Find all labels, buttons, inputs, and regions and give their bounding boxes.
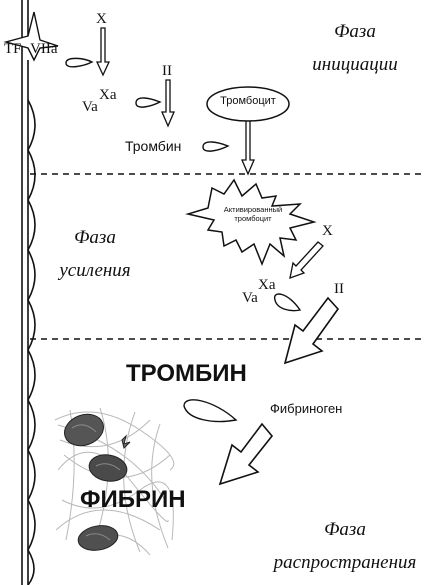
vessel-wall xyxy=(21,0,36,585)
activated-platelet-line2: тромбоцит xyxy=(234,213,272,223)
phase-propagation-title: Фаза распространения xyxy=(270,520,420,572)
phase-initiation-line1: Фаза xyxy=(334,21,376,42)
platelet-arrow xyxy=(241,119,255,176)
factor-xa-top: Xa xyxy=(99,87,117,103)
xa-top-drop xyxy=(135,97,162,108)
factor-viia: VIIa xyxy=(30,41,58,57)
factor-va-mid: Va xyxy=(242,290,258,306)
phase-initiation-line2: инициации xyxy=(312,54,398,75)
phase-amplification-line1: Фаза xyxy=(74,227,116,248)
fibrinogen-label: Фибриноген xyxy=(270,401,343,416)
phase-amplification-title: Фаза усиления xyxy=(40,228,150,280)
ii-arrow-top xyxy=(161,79,175,128)
phase-initiation-title: Фаза инициации xyxy=(300,22,410,74)
thrombin-small-label: Тромбин xyxy=(125,138,182,154)
factor-xa-mid: Xa xyxy=(258,277,276,293)
factor-ii-top: II xyxy=(162,63,172,79)
fibrinogen-thick-arrow xyxy=(218,422,274,486)
activated-platelet-label: Активированный тромбоцит xyxy=(214,205,292,223)
factor-x-top: X xyxy=(96,11,107,27)
x-arrow-mid xyxy=(289,241,324,279)
phase-propagation-line2: распространения xyxy=(273,552,417,573)
thrombin-big-drop xyxy=(183,399,238,423)
phase-amplification-line2: усиления xyxy=(59,260,131,281)
xa-mid-drop xyxy=(274,293,302,312)
thrombin-small-drop xyxy=(202,141,230,152)
viia-drop xyxy=(65,57,94,68)
tissue-factor-shape xyxy=(3,11,59,62)
red-blood-cells xyxy=(64,413,131,551)
activated-platelet-line1: Активированный xyxy=(223,205,283,214)
ii-thick-arrow xyxy=(283,296,340,365)
activated-platelet-shape xyxy=(185,178,317,267)
factor-ii-mid: II xyxy=(334,281,344,297)
thrombin-big-label: ТРОМБИН xyxy=(126,360,247,387)
factor-va-top: Va xyxy=(82,99,98,115)
factor-x-mid: X xyxy=(322,223,333,239)
platelet-label: Тромбоцит xyxy=(220,95,276,107)
fibrin-label: ФИБРИН xyxy=(80,486,186,513)
platelet-ellipse xyxy=(206,86,290,122)
factor-tf: TF xyxy=(4,41,22,57)
phase-propagation-line1: Фаза xyxy=(324,519,366,540)
x-arrow-top xyxy=(95,27,111,77)
